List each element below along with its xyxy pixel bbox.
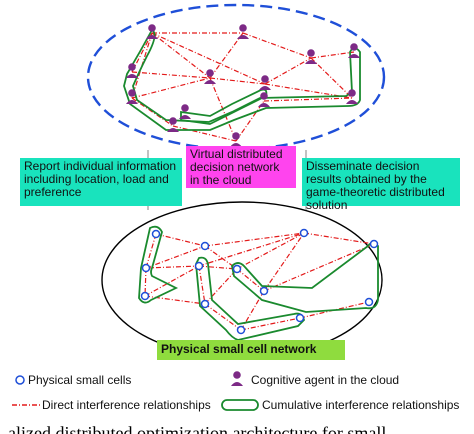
- small-cell-icon: [151, 229, 161, 239]
- agent-icon: [179, 104, 191, 119]
- small-cell-icon: [141, 263, 151, 273]
- agent-icon: [146, 24, 158, 39]
- legend-cumulative-loop: [221, 399, 259, 411]
- cloud-ellipse: [86, 3, 386, 151]
- physical-direct-links: [144, 232, 375, 331]
- small-cell-icon: [200, 241, 210, 251]
- physical-ellipse: [101, 201, 383, 359]
- small-cell-icon: [369, 239, 379, 249]
- legend-small-cells-label: Physical small cells: [28, 373, 132, 387]
- small-cell-icon: [232, 264, 242, 274]
- virtual-network-box: Virtual distributed decision network in …: [186, 146, 296, 188]
- agent-icon: [167, 117, 179, 132]
- agent-icon: [126, 63, 138, 78]
- small-cells: [140, 228, 379, 335]
- caption-fragment: alized distributed optimization architec…: [0, 420, 474, 434]
- cognitive-agents: [126, 24, 360, 147]
- caption-text: alized distributed optimization architec…: [8, 423, 387, 434]
- legend-symbols: [12, 371, 259, 411]
- small-cell-icon: [200, 299, 210, 309]
- small-cell-icon: [259, 286, 269, 296]
- agent-icon: [259, 75, 271, 90]
- agent-icon: [237, 24, 249, 39]
- agent-icon: [258, 92, 270, 107]
- legend-cumulative-label: Cumulative interference relationships: [262, 398, 460, 412]
- cloud-cumulative-loops: [123, 28, 361, 131]
- physical-network-label: Physical small cell network: [157, 340, 345, 360]
- legend-small-cell-icon: [15, 375, 25, 385]
- agent-icon: [204, 69, 216, 84]
- small-cell-icon: [299, 228, 309, 238]
- legend-direct-label: Direct interference relationships: [42, 398, 211, 412]
- agent-icon: [348, 43, 360, 58]
- small-cell-icon: [236, 325, 246, 335]
- agent-icon: [305, 49, 317, 64]
- legend-cognitive-agent-label: Cognitive agent in the cloud: [251, 373, 400, 387]
- disseminate-box: Disseminate decision results obtained by…: [302, 158, 460, 212]
- agent-icon: [126, 89, 138, 104]
- small-cell-icon: [140, 291, 150, 301]
- cloud-direct-links: [131, 32, 355, 142]
- physical-cumulative-loops: [138, 225, 379, 341]
- small-cell-icon: [295, 313, 305, 323]
- small-cell-icon: [194, 261, 204, 271]
- agent-icon: [346, 89, 358, 104]
- small-cell-icon: [364, 297, 374, 307]
- legend-agent-icon: [231, 371, 243, 386]
- report-info-box: Report individual information including …: [20, 158, 182, 206]
